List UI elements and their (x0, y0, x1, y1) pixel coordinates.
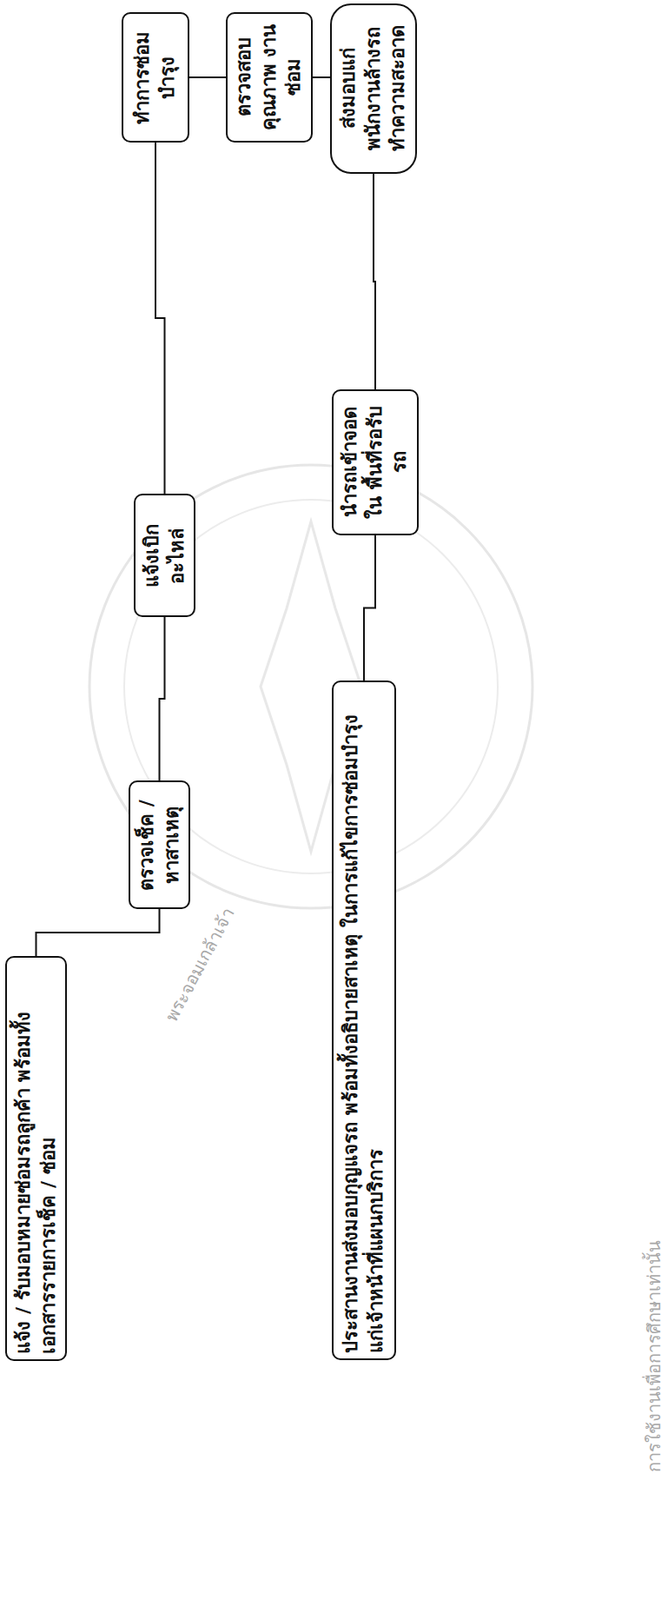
flow-line (36, 908, 160, 956)
process-box: ประสานงานส่งมอบกุญแจรถ พร้อมทั้งอธิบายสา… (331, 680, 397, 1360)
flow-line (373, 173, 376, 390)
process-box: นำรถเข้าจอดใน พื้นที่รอรับรถ (331, 389, 419, 536)
flow-line (363, 535, 376, 681)
process-box: ทำการซ่อมบำรุง (121, 12, 190, 143)
flow-line (312, 76, 331, 79)
emblem-ring (89, 464, 533, 908)
box-text: ตรวจสอบคุณภาพ งานซ่อม (231, 19, 307, 135)
watermark-text: การใช้งานเพื่อการศึกษาเท่านั้น (639, 1239, 668, 1472)
box-text: ส่งมอบแก่ พนักงานล้างรถ ทำความสะอาด (336, 11, 411, 166)
box-text: แจ้งเบิกอะไหล่ (139, 501, 190, 609)
flow-line (159, 616, 166, 781)
watermark-text: พระจอมเกล้าเจ้า (158, 902, 242, 1026)
flow-line (189, 76, 226, 79)
process-box: ส่งมอบแก่ พนักงานล้างรถ ทำความสะอาด (330, 3, 417, 174)
box-text: ทำการซ่อมบำรุง (130, 19, 180, 135)
flow-line (155, 142, 166, 494)
box-text: แจ้ง / รับมอบหมายซ่อมรถลูกค้า พร้อมทั้งเ… (11, 963, 61, 1353)
box-text: ตรวจเช็ค / หาสาเหตุ (134, 787, 185, 901)
process-box: แจ้ง / รับมอบหมายซ่อมรถลูกค้า พร้อมทั้งเ… (5, 955, 67, 1361)
process-box: แจ้งเบิกอะไหล่ (133, 493, 196, 617)
box-text: ประสานงานส่งมอบกุญแจรถ พร้อมทั้งอธิบายสา… (338, 687, 389, 1352)
process-box: ตรวจสอบคุณภาพ งานซ่อม (225, 12, 313, 143)
process-box: ตรวจเช็ค / หาสาเหตุ (128, 780, 191, 909)
box-text: นำรถเข้าจอดใน พื้นที่รอรับรถ (337, 396, 413, 528)
